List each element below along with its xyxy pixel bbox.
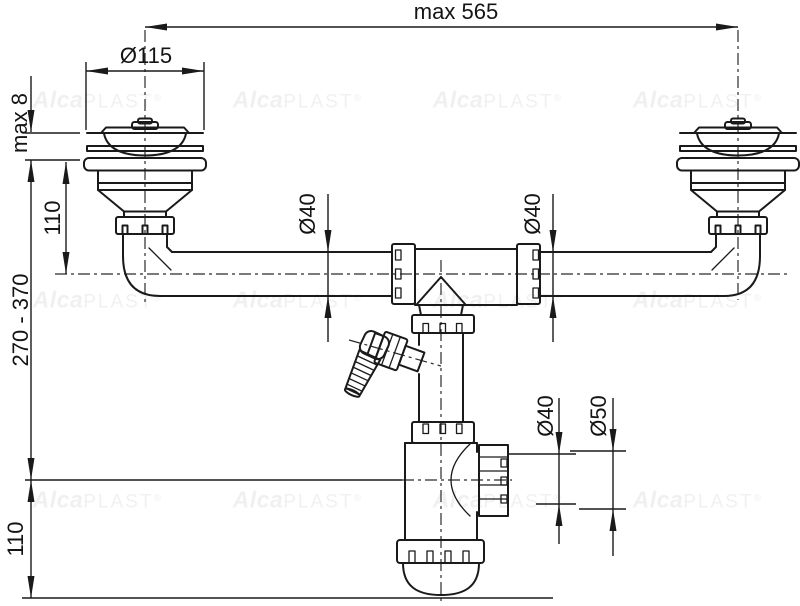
watermark-bold-text: Alca [232,486,284,513]
dimension-outlet-union-diameter [570,398,626,556]
label-overall-width: max 565 [414,0,498,24]
watermark-bold-text: Alca [232,286,284,313]
watermark-bold-text: Alca [32,286,84,313]
right-elbow [710,233,761,297]
dimension-strainer-to-pipe [62,162,70,274]
arrowhead [609,429,617,451]
watermark-bold-text: Alca [32,486,84,513]
dimension-outlet-to-bottom [27,480,35,598]
watermark-light-text: PLAST [283,91,354,113]
arrowhead [324,230,332,252]
fixture [83,117,800,596]
left-extension-lines [22,132,553,599]
watermark-light-text: PLAST [83,291,154,313]
arrowhead [27,160,35,182]
label-outlet-diameter: Ø40 [533,395,558,437]
registered-mark: ® [553,93,562,105]
label-outlet-union-diameter: Ø50 [586,395,611,437]
label-sink-thickness: max 8 [7,93,32,153]
arrowhead [27,110,35,132]
arrowhead [549,230,557,252]
dimension-pipe-left [324,194,332,342]
watermark-light-text: PLAST [83,491,154,513]
alcaplast-watermark: AlcaPLAST® [33,87,162,114]
registered-mark: ® [553,493,562,505]
arrowhead [27,480,35,502]
dimension-lines [22,23,738,599]
watermark-bold-text: Alca [632,486,684,513]
left-elbow [122,233,173,297]
alcaplast-watermark: AlcaPLAST® [633,87,762,114]
label-pipe-left-diameter: Ø40 [295,193,320,235]
dimension-overall-width [145,23,738,31]
dimension-sink-thickness [27,76,35,132]
registered-mark: ® [153,293,162,305]
alcaplast-watermark: AlcaPLAST® [33,487,162,514]
arrowhead [716,23,738,31]
horizontal-pipe [159,251,725,297]
label-outlet-to-bottom: 110 [3,521,28,556]
siphon-outlet [478,444,509,517]
washing-machine-inlet [343,330,426,398]
label-strainer-diameter: Ø115 [120,43,172,68]
arrowhead [549,296,557,318]
arrowhead [86,67,108,75]
alcaplast-watermark: AlcaPLAST® [33,287,162,314]
alcaplast-watermark: AlcaPLAST® [233,87,362,114]
inlet-stub [397,344,426,373]
siphon-cup-nut [396,539,485,564]
arrowhead [609,509,617,531]
arrowhead [62,252,70,274]
inlet-elbow [358,330,390,361]
dimension-outlet-diameter [508,398,576,544]
watermark-light-text: PLAST [683,491,754,513]
arrowhead [182,67,204,75]
dimension-height-range [27,160,35,480]
registered-mark: ® [153,93,162,105]
registered-mark: ® [753,493,762,505]
watermark-light-text: PLAST [483,491,554,513]
tee-fitting [391,243,541,334]
registered-mark: ® [353,493,362,505]
arrowhead [145,23,167,31]
registered-mark: ® [353,293,362,305]
alcaplast-watermark: AlcaPLAST® [633,487,762,514]
watermark-bold-text: Alca [32,86,84,113]
watermark-bold-text: Alca [232,86,284,113]
registered-mark: ® [753,93,762,105]
dimension-strainer-diameter [85,62,205,130]
registered-mark: ® [753,293,762,305]
siphon-cup-dome [402,562,480,596]
watermark-light-text: PLAST [283,491,354,513]
tee-funnel [416,276,466,305]
vertical-pipe [418,332,464,423]
dimension-pipe-right [549,194,557,342]
registered-mark: ® [153,493,162,505]
label-pipe-right-diameter: Ø40 [520,193,545,235]
arrowhead [555,504,563,526]
watermark-bold-text: Alca [632,286,684,313]
watermark-light-text: PLAST [683,91,754,113]
registered-mark: ® [553,293,562,305]
alcaplast-watermark: AlcaPLAST® [433,87,562,114]
watermark-light-text: PLAST [83,91,154,113]
siphon-body [396,421,509,596]
alcaplast-watermark: AlcaPLAST® [233,487,362,514]
watermark-bold-text: Alca [432,86,484,113]
dimension-labels: max 565 Ø115 max 8 110 270 - 370 Ø40 Ø40… [3,0,611,557]
arrowhead [27,458,35,480]
label-height-range: 270 - 370 [8,274,33,367]
arrowhead [62,162,70,184]
arrowhead [27,576,35,598]
label-strainer-to-pipe: 110 [40,200,65,235]
watermark-bold-text: Alca [632,86,684,113]
watermark-light-text: PLAST [483,91,554,113]
registered-mark: ® [353,93,362,105]
arrowhead [555,432,563,454]
arrowhead [324,296,332,318]
